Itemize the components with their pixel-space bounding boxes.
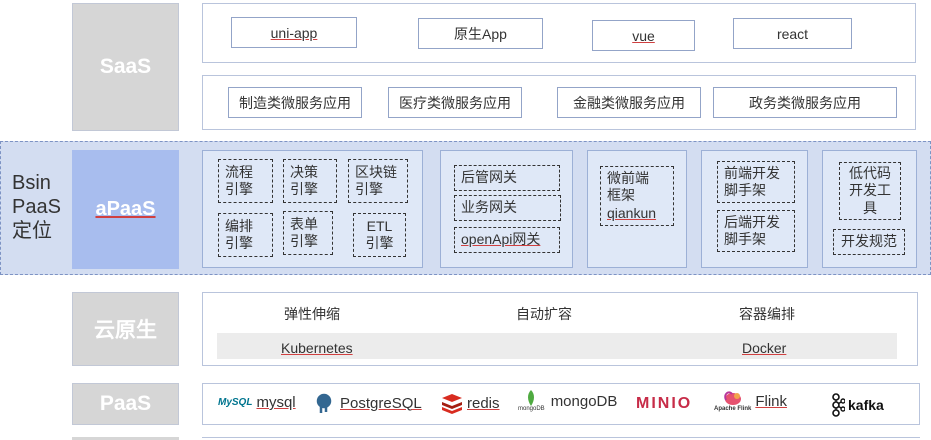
dev-spec: 开发规范 bbox=[833, 229, 905, 255]
microservice-medical: 医疗类微服务应用 bbox=[388, 87, 522, 118]
engine-line: 区块链 bbox=[355, 163, 397, 180]
side-label-line: PaaS bbox=[12, 196, 61, 218]
mysql-badge-text: MySQL bbox=[218, 397, 253, 408]
gateway-openapi: openApi网关 bbox=[454, 227, 560, 253]
mongodb-leaf-icon bbox=[528, 390, 535, 406]
engine-line: 编排 bbox=[225, 217, 253, 234]
engine-line: 流程 bbox=[225, 163, 253, 180]
micro-frontend-line: 微前端 bbox=[607, 169, 649, 186]
side-positioning-label: Bsin PaaS 定位 bbox=[12, 171, 72, 243]
layer-apaas-label: aPaaS bbox=[72, 150, 179, 269]
feature-elastic-scaling: 弹性伸缩 bbox=[284, 306, 340, 322]
engine-line: 引擎 bbox=[290, 181, 318, 197]
mysql-label: mysql bbox=[256, 394, 296, 411]
cloud-tools-bar bbox=[217, 333, 897, 359]
scaffold-line: 脚手架 bbox=[724, 182, 766, 198]
logo-mongodb: mongoDB mongoDB bbox=[518, 390, 617, 412]
microservice-finance: 金融类微服务应用 bbox=[557, 87, 701, 118]
mongodb-badge-text: mongoDB bbox=[518, 406, 545, 412]
mongodb-badge: mongoDB bbox=[518, 390, 545, 412]
engine-decision: 决策引擎 bbox=[283, 159, 337, 203]
logo-minio: MINIO bbox=[636, 395, 692, 413]
engine-blockchain: 区块链引擎 bbox=[348, 159, 408, 203]
scaffold-line: 前端开发 bbox=[724, 164, 780, 181]
redis-cube-icon bbox=[440, 392, 464, 414]
logo-postgresql: PostgreSQL bbox=[314, 392, 422, 414]
app-uni-app: uni-app bbox=[231, 17, 357, 48]
engine-workflow: 流程引擎 bbox=[218, 159, 273, 203]
app-react: react bbox=[733, 18, 852, 49]
engine-line: ETL bbox=[366, 217, 393, 234]
logo-flink: Apache Flink Flink bbox=[714, 390, 787, 412]
microservice-manufacturing: 制造类微服务应用 bbox=[228, 87, 362, 118]
scaffold-line: 脚手架 bbox=[724, 231, 766, 247]
flink-badge-text: Apache Flink bbox=[714, 406, 752, 412]
lowcode-tool: 低代码开发工具 bbox=[839, 162, 901, 220]
layer-saas-label: SaaS bbox=[72, 3, 179, 131]
kafka-label: kafka bbox=[848, 397, 884, 413]
engine-line: 表单 bbox=[290, 215, 318, 232]
tool-docker: Docker bbox=[742, 340, 787, 356]
postgresql-label: PostgreSQL bbox=[340, 394, 422, 412]
next-layer-label-edge bbox=[72, 437, 179, 440]
layer-cloud-native-label: 云原生 bbox=[72, 292, 179, 366]
tool-kubernetes: Kubernetes bbox=[281, 340, 353, 356]
mongodb-label: mongoDB bbox=[550, 392, 618, 410]
app-native: 原生App bbox=[418, 18, 543, 49]
logo-redis: redis bbox=[440, 392, 500, 414]
scaffold-line: 后端开发 bbox=[724, 213, 780, 230]
lowcode-line: 开发工 bbox=[849, 182, 891, 199]
flink-badge: Apache Flink bbox=[714, 390, 751, 412]
engine-line: 引擎 bbox=[355, 181, 383, 197]
kafka-nodes-icon bbox=[831, 393, 846, 417]
logo-mysql: MySQL mysql bbox=[218, 394, 296, 411]
paas-panel bbox=[202, 383, 920, 425]
engine-orchestration: 编排引擎 bbox=[218, 213, 273, 257]
layer-paas-label: PaaS bbox=[72, 383, 179, 425]
gateway-admin: 后管网关 bbox=[454, 165, 560, 191]
minio-label: MINIO bbox=[636, 395, 693, 412]
lowcode-line: 具 bbox=[863, 199, 877, 216]
feature-container-orchestration: 容器编排 bbox=[739, 306, 795, 322]
micro-frontend-line: 框架 bbox=[607, 187, 635, 204]
logo-kafka: kafka bbox=[831, 393, 884, 417]
side-label-line: Bsin bbox=[12, 172, 51, 194]
scaffold-backend: 后端开发脚手架 bbox=[717, 210, 795, 252]
next-layer-panel-edge bbox=[202, 437, 920, 440]
engine-line: 引擎 bbox=[290, 233, 318, 249]
feature-auto-expand: 自动扩容 bbox=[516, 306, 572, 322]
flink-label: Flink bbox=[755, 392, 788, 410]
engine-line: 决策 bbox=[290, 163, 318, 180]
engine-line: 引擎 bbox=[225, 235, 253, 251]
engine-line: 引擎 bbox=[365, 235, 394, 251]
engine-line: 引擎 bbox=[225, 181, 253, 197]
micro-frontend-line: qiankun bbox=[607, 204, 657, 221]
elephant-icon bbox=[314, 392, 334, 414]
scaffold-frontend: 前端开发脚手架 bbox=[717, 161, 795, 203]
side-label-line: 定位 bbox=[12, 220, 52, 242]
redis-label: redis bbox=[467, 394, 500, 412]
app-vue: vue bbox=[592, 20, 695, 51]
microservice-government: 政务类微服务应用 bbox=[713, 87, 897, 118]
gateway-business: 业务网关 bbox=[454, 195, 561, 221]
engine-form: 表单引擎 bbox=[283, 211, 333, 255]
squirrel-icon bbox=[723, 391, 741, 405]
lowcode-line: 低代码 bbox=[849, 164, 891, 181]
